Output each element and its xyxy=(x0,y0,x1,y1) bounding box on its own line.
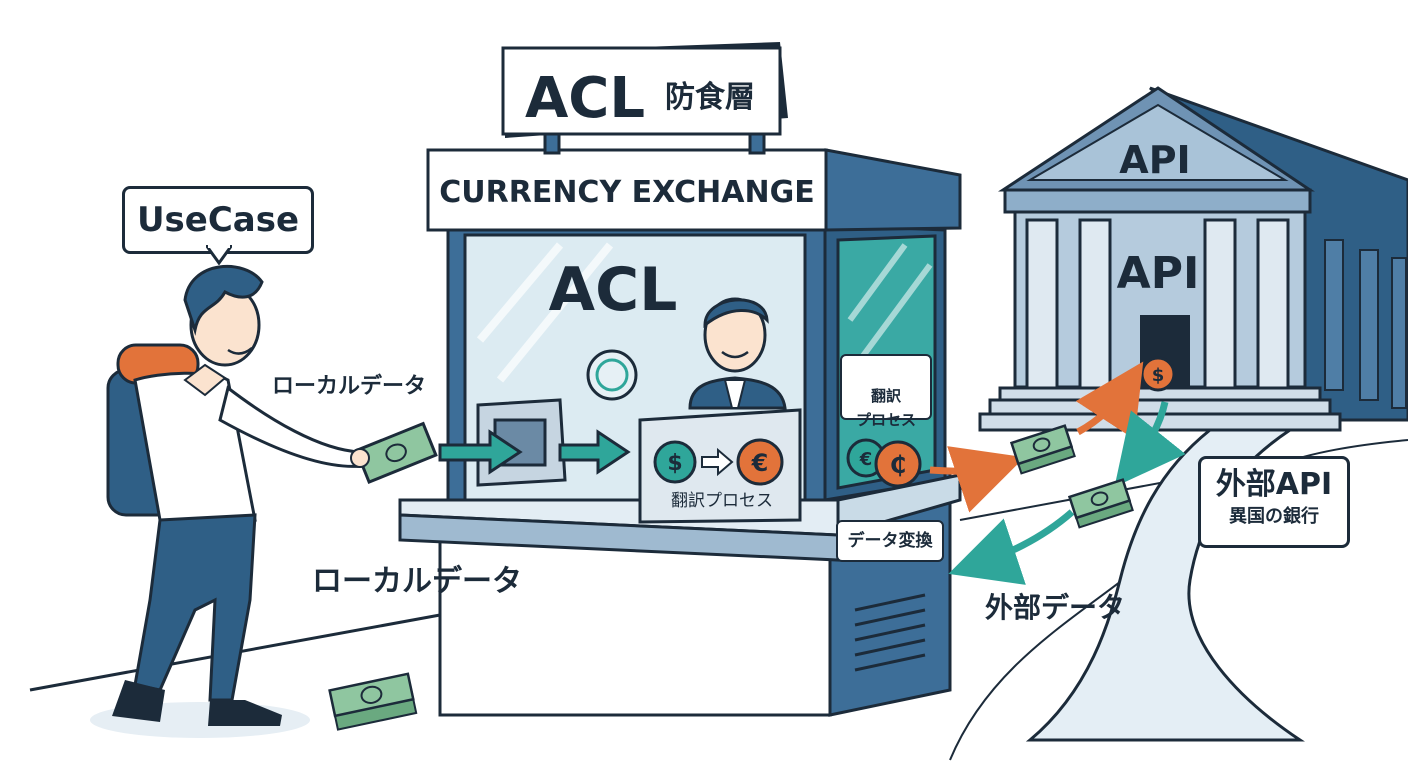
svg-text:₵: ₵ xyxy=(890,451,907,479)
bank-pediment-label: API xyxy=(1119,138,1190,182)
booth-window-label: ACL xyxy=(549,255,678,325)
hand-data-label: ローカルデータ xyxy=(272,368,426,400)
svg-text:$: $ xyxy=(1152,365,1165,386)
bubble-tail xyxy=(206,245,232,265)
side-process-bubble: 翻訳 プロセス xyxy=(840,354,932,420)
traveler-figure xyxy=(108,266,369,726)
svg-text:€: € xyxy=(859,449,873,470)
dollar-coin-icon: $ xyxy=(655,442,695,482)
bank-building: API API xyxy=(980,88,1408,430)
ground-data-label: ローカルデータ xyxy=(312,556,522,600)
side-process-text: 翻訳 プロセス xyxy=(856,387,916,429)
arrow-back-to-booth xyxy=(975,512,1072,565)
cash-stack-icon xyxy=(330,674,417,730)
usecase-bubble: UseCase xyxy=(122,186,314,254)
euro-coin-icon: € xyxy=(738,440,782,484)
svg-text:$: $ xyxy=(667,451,682,476)
conversion-bubble: データ変換 xyxy=(836,520,944,562)
external-api-subtitle: 異国の銀行 xyxy=(1201,503,1347,531)
acl-sign: ACL 防食層 xyxy=(503,42,788,153)
external-api-sign: 外部API 異国の銀行 xyxy=(1198,456,1350,548)
usecase-bubble-text: UseCase xyxy=(137,200,299,240)
bank-facade-label: API xyxy=(1117,248,1200,299)
svg-text:€: € xyxy=(751,449,769,477)
sign-title: ACL xyxy=(525,66,645,131)
cent-coin-icon: ₵ xyxy=(876,442,920,486)
sign-subtitle: 防食層 xyxy=(665,80,755,115)
porthole-icon xyxy=(588,351,636,399)
dollar-coin-icon: $ xyxy=(1142,358,1174,390)
cash-stack-icon xyxy=(1012,426,1075,474)
booth-process-label: 翻訳プロセス xyxy=(671,491,773,511)
external-data-label: 外部データ xyxy=(985,586,1125,626)
booth-banner: CURRENCY EXCHANGE xyxy=(439,175,814,210)
conversion-text: データ変換 xyxy=(848,531,933,551)
external-api-title: 外部API xyxy=(1201,467,1347,503)
cash-stack-icon xyxy=(1070,480,1133,528)
